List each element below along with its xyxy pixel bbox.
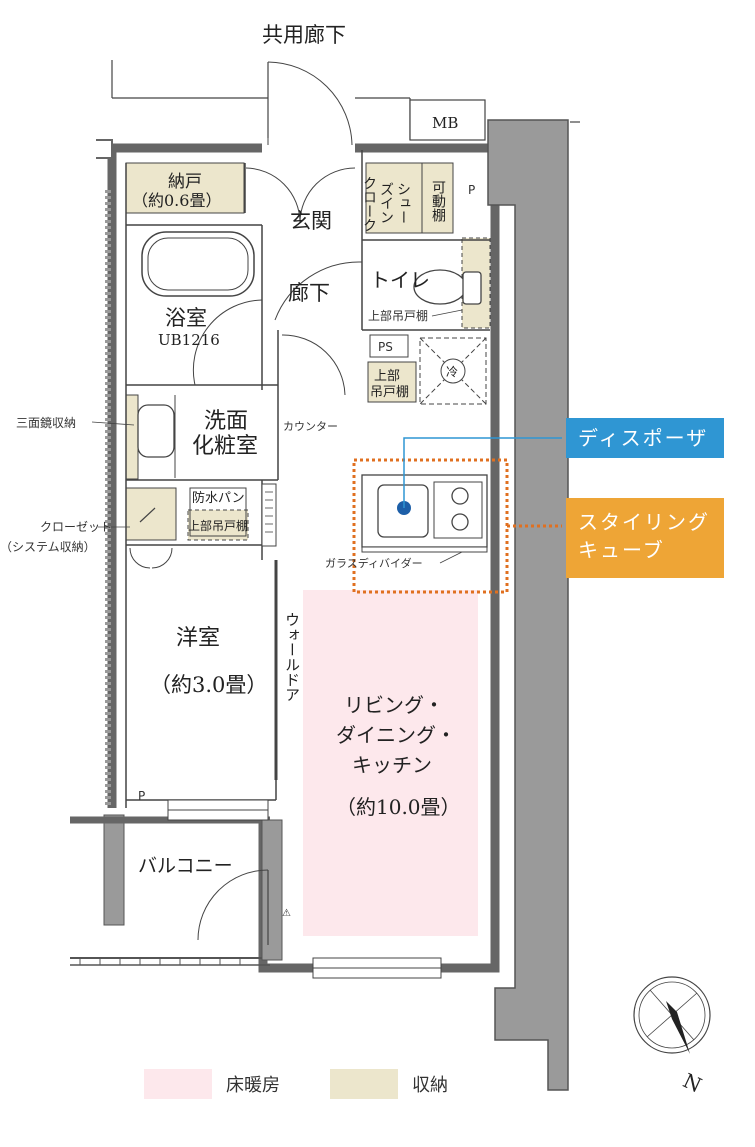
waterproof-pan-label: 防水パン (192, 490, 245, 506)
svg-text:クローク: クローク (361, 176, 377, 232)
storage-shoes (365, 162, 454, 234)
storage-mirror (125, 394, 139, 480)
styling-cube-callout-line-1: スタイリング (578, 510, 710, 534)
counter-shelf (261, 483, 277, 547)
glass-divider (361, 546, 488, 553)
mb-label: MB (432, 114, 458, 132)
compass-icon: N (633, 976, 711, 1097)
legend-storage: 収納 (330, 1068, 448, 1100)
ub-label: UB1216 (158, 331, 220, 349)
legend-swatch-storage (330, 1069, 398, 1099)
mirror-storage-label: 三面鏡収納 (16, 415, 76, 430)
bath-door-swing (192, 299, 263, 386)
corridor-label: 共用廊下 (262, 23, 346, 47)
legend-swatch-floor-heating (144, 1069, 212, 1099)
disposer-callout-text: ディスポーザ (578, 426, 709, 450)
floor-heating-area (303, 590, 478, 936)
closet-doors (129, 547, 173, 569)
hallway-door-swing (274, 261, 363, 321)
entry-door-swing-2 (299, 167, 356, 223)
entry-door-swing-1 (245, 167, 301, 223)
legend-label-floor-heating: 床暖房 (226, 1075, 280, 1096)
legend-label-storage: 収納 (412, 1075, 448, 1096)
balcony-column-right (261, 819, 283, 961)
balcony-label: バルコニー (138, 855, 233, 877)
washroom-label-2: 化粧室 (192, 434, 258, 459)
western-room-label-1: 洋室 (176, 626, 220, 651)
storage-closet (125, 487, 177, 541)
upper-shelf-2-label-1: 上部 (374, 369, 400, 384)
disposer-callout: ディスポーザ (566, 418, 724, 458)
closet-room-label: 納戸 (168, 172, 202, 192)
counter-label: カウンター (283, 420, 338, 433)
ldk-label-4: （約10.0畳） (336, 795, 461, 819)
structure-column (487, 119, 569, 1091)
washroom-door-swing (281, 334, 346, 396)
shoes-cloak-label: シュー ズイン クローク (361, 176, 411, 232)
disposer-leader (403, 437, 562, 508)
washroom-label-1: 洗面 (204, 409, 248, 434)
wall-door-label: ウォールドア (283, 612, 301, 702)
ldk-label-1: リビング・ (344, 693, 444, 717)
styling-cube-callout-line-2: キューブ (578, 538, 665, 562)
balcony-railing-posts (79, 958, 241, 965)
bathroom-label: 浴室 (165, 306, 207, 330)
balcony-marker-icon: ⚠ (282, 908, 291, 919)
fridge-label: 冷 (446, 365, 458, 379)
hallway-label: 廊下 (288, 281, 330, 305)
ps-box (369, 334, 409, 358)
ps-label: PS (378, 340, 393, 354)
upper-shelf-2-label-2: 吊戸棚 (370, 385, 409, 400)
left-wall-stub (96, 139, 113, 159)
svg-text:ズイン: ズイン (378, 182, 394, 224)
upper-shelf-toilet-label: 上部吊戸棚 (368, 308, 428, 323)
styling-cube-callout: スタイリング キューブ (566, 498, 724, 578)
ldk-label-3: キッチン (352, 753, 432, 777)
stove (433, 481, 483, 539)
toilet-label: トイレ (370, 268, 430, 292)
closet-hanger (139, 507, 156, 523)
svg-text:シュー: シュー (395, 182, 411, 224)
bathtub (141, 231, 255, 297)
closet-label-2: （システム収納） (0, 540, 96, 554)
ldk-label-2: ダイニング・ (336, 723, 456, 747)
storage-washroom-shelf (187, 509, 249, 541)
entrance-door-swing (267, 61, 353, 146)
movable-shelf-label: 可動棚 (430, 180, 446, 222)
balcony-door-swing (197, 869, 269, 941)
p-bottom-label: P (138, 789, 145, 803)
waterproof-pan (189, 487, 247, 537)
balcony-wall-left (103, 814, 125, 926)
closet-room-size: （約0.6畳） (132, 191, 221, 210)
entrance-label: 玄関 (290, 209, 332, 233)
closet-label-1: クローゼット (40, 520, 112, 534)
upper-shelf-3-label: 上部吊戸棚 (188, 518, 248, 533)
storage-upper-shelf-2 (367, 361, 417, 403)
legend-floor-heating: 床暖房 (144, 1068, 280, 1100)
storage-closet-room (125, 162, 245, 214)
p-top-label: P (468, 183, 475, 197)
washbasin (137, 404, 175, 458)
western-room-label-2: （約3.0畳） (150, 673, 267, 697)
compass-north-label: N (679, 1068, 705, 1097)
mb-box (409, 99, 486, 141)
glass-divider-label: ガラスディバイダー (325, 556, 423, 570)
